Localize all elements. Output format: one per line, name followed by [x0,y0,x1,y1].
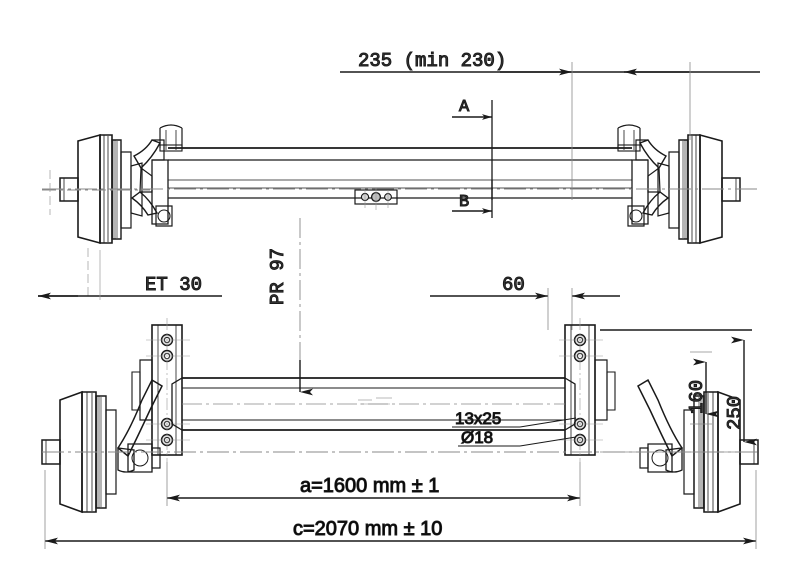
elevation-view-axle [41,318,760,514]
dimension-height-160: 160 [686,351,719,425]
callout-hole-sizes: 13x25 Ø18 [452,409,577,448]
right-mounting-bracket [559,318,616,462]
plan-view-axle [42,124,760,300]
axle-tube-elevation [171,377,576,431]
dim-label-top-width: 235 (min 230) [358,50,506,72]
left-mounting-bracket [131,318,190,462]
section-label-b: B [459,193,469,212]
dim-label-pr97: PR 97 [267,248,289,305]
cable-guide-bracket [354,188,398,210]
axle-tube-plan [168,147,632,199]
dimension-overall-c: c=2070 mm ± 10 [44,470,757,549]
dim-label-slot: 13x25 [455,409,501,428]
dimension-60: 60 [430,274,620,330]
left-hub-assembly [59,124,183,245]
dim-label-hole-dia: Ø18 [461,428,493,447]
section-label-a: A [459,98,470,117]
left-wheel-elevation [41,378,163,514]
dimension-et-offset: ET 30 [38,250,222,300]
dim-label-a: a=1600 mm ± 1 [300,475,439,497]
dim-label-60: 60 [502,274,525,296]
right-hub-assembly [617,124,741,245]
dimension-pr97: PR 97 [267,218,313,396]
dimension-track-a: a=1600 mm ± 1 [166,462,581,506]
dimension-top-width: 235 (min 230) [340,50,760,200]
section-mark-a: A [452,98,493,200]
dim-label-et30: ET 30 [145,274,202,296]
section-mark-b: B [452,180,493,218]
dim-label-c: c=2070 mm ± 10 [293,518,442,540]
dim-label-250: 250 [724,396,746,430]
dim-label-160: 160 [686,380,708,414]
dimension-height-250: 250 [600,329,757,453]
